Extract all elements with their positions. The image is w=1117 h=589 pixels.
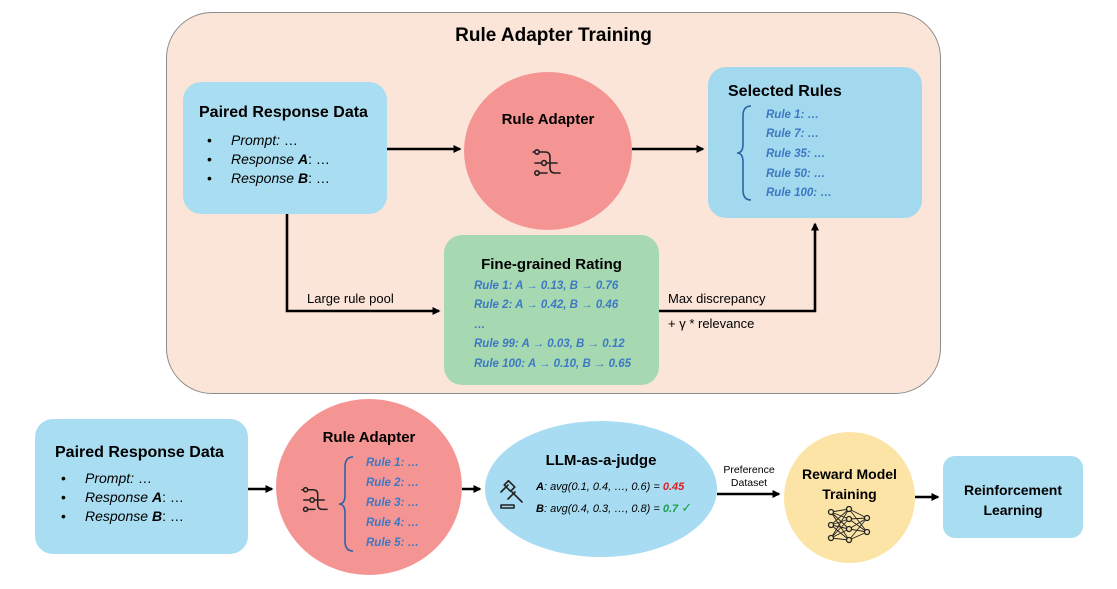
adapter-icon [301, 486, 328, 513]
top-paired-list: Prompt: … Response A: … Response B: … [205, 131, 330, 188]
adapter-rule: Rule 1: … [366, 457, 420, 469]
bottom-rule-adapter-title: Rule Adapter [322, 429, 416, 446]
top-rule-adapter-title: Rule Adapter [501, 111, 595, 128]
top-paired-title: Paired Response Data [199, 104, 368, 121]
llm-judge-title: LLM-as-a-judge [545, 452, 657, 469]
selected-rule: Rule 35: … [766, 148, 826, 160]
reinforcement-learning-box [943, 456, 1083, 538]
arrow-rating-to-selected [659, 222, 819, 313]
selected-rule: Rule 50: … [766, 168, 826, 180]
rating-rule: Rule 1: A → 0.13, B → 0.76 [474, 280, 619, 292]
top-rule-adapter-circle [464, 72, 632, 230]
check-icon: ✓ [681, 500, 693, 515]
edge-label-large-rule-pool: Large rule pool [307, 291, 394, 306]
rating-rule: Rule 100: A → 0.10, B → 0.65 [474, 358, 632, 370]
bottom-rules-brace [338, 456, 354, 552]
selected-rule: Rule 1: … [766, 109, 820, 121]
bottom-paired-response-box: Paired Response Data Prompt: … Response … [35, 419, 248, 554]
gavel-icon [500, 480, 523, 509]
arrow-paired-to-rating [285, 214, 441, 315]
top-paired-response-box: Paired Response Data Prompt: … Response … [183, 82, 387, 214]
selected-rules-title: Selected Rules [728, 83, 842, 100]
selected-rule: Rule 7: … [766, 128, 820, 140]
fine-grained-rating-box: Fine-grained Rating [444, 235, 659, 385]
list-item: Response B: … [205, 169, 330, 188]
edge-label-max-discrepancy: Max discrepancy [668, 291, 766, 306]
adapter-rule: Rule 5: … [366, 537, 420, 549]
list-item: Prompt: … [59, 469, 184, 488]
edge-label-relevance: + γ * relevance [668, 316, 755, 331]
panel-title: Rule Adapter Training [455, 25, 652, 46]
selected-rules-brace [736, 105, 752, 201]
neural-network-icon [827, 506, 871, 544]
bottom-rule-adapter-circle [276, 399, 462, 575]
selected-rule: Rule 100: … [766, 187, 832, 199]
rating-rule: … [474, 319, 486, 331]
list-item: Response A: … [205, 150, 330, 169]
bottom-paired-list: Prompt: … Response A: … Response B: … [59, 469, 184, 526]
adapter-rule: Rule 2: … [366, 477, 420, 489]
adapter-rule: Rule 3: … [366, 497, 420, 509]
rating-rule: Rule 2: A → 0.42, B → 0.46 [474, 299, 619, 311]
judge-score-a: A: avg(0.1, 0.4, …, 0.6) = 0.45 [536, 481, 685, 493]
list-item: Response B: … [59, 507, 184, 526]
llm-judge-ellipse [485, 421, 717, 557]
adapter-rule: Rule 4: … [366, 517, 420, 529]
list-item: Prompt: … [205, 131, 330, 150]
rating-title: Fine-grained Rating [481, 256, 622, 273]
judge-score-b: B: avg(0.4, 0.3, …, 0.8) = 0.7 ✓ [536, 500, 693, 515]
adapter-icon [532, 148, 561, 176]
list-item: Response A: … [59, 488, 184, 507]
bottom-paired-title: Paired Response Data [55, 444, 224, 461]
rating-rule: Rule 99: A → 0.03, B → 0.12 [474, 338, 625, 350]
